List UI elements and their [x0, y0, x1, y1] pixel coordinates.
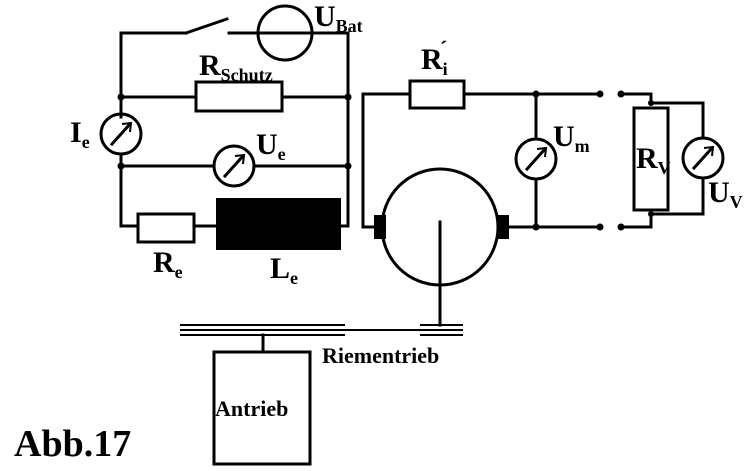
- voltmeter-u-v: [681, 136, 725, 180]
- junction-dot: [344, 162, 352, 170]
- resistor-r-schutz: [194, 80, 284, 113]
- meter-needle: [222, 153, 246, 179]
- ammeter-i-e: [99, 112, 143, 156]
- wire-uv-bottom: [649, 176, 705, 216]
- wire-uv-top: [649, 101, 705, 140]
- brush-right: [497, 215, 509, 239]
- label-r-i-prime: ´: [440, 36, 447, 61]
- resistor-r-i: [408, 79, 466, 110]
- terminal-top-left: [596, 90, 604, 98]
- label-u-m: Um: [553, 120, 590, 156]
- brush-left: [374, 215, 386, 239]
- junction-dot: [344, 93, 352, 101]
- figure-title: Abb.17: [14, 423, 131, 465]
- meter-arrowhead: [121, 121, 133, 133]
- label-riementrieb: Riementrieb: [322, 343, 439, 368]
- terminal-bottom-left: [596, 223, 604, 231]
- meter-needle: [109, 121, 133, 147]
- label-r-schutz: RSchutz: [199, 49, 273, 85]
- meter-needle: [524, 146, 548, 172]
- inductor-l-e: [216, 198, 341, 250]
- junction-dot: [117, 162, 125, 170]
- label-r-v: RV: [636, 142, 671, 178]
- battery-source-symbol: [256, 4, 314, 62]
- resistor-r-e: [136, 212, 196, 244]
- label-r-i: Ri: [421, 43, 448, 79]
- switch-lever: [184, 17, 229, 35]
- drive-motor-box: [212, 350, 312, 466]
- resistor-r-v: [632, 106, 670, 212]
- label-u-e: Ue: [256, 128, 286, 164]
- label-antrieb: Antrieb: [215, 396, 288, 421]
- meter-needle: [691, 145, 715, 171]
- label-r-e: Re: [153, 246, 183, 282]
- wire-load-bottom: [619, 212, 653, 229]
- meter-arrowhead: [703, 145, 715, 157]
- junction-dot: [117, 93, 125, 101]
- label-l-e: Le: [270, 252, 298, 288]
- meter-arrowhead: [234, 153, 246, 165]
- label-i-e: Ie: [70, 116, 90, 152]
- label-u-bat: UBat: [314, 0, 363, 36]
- wire-load-top: [619, 92, 653, 105]
- label-u-v: UV: [708, 176, 743, 212]
- meter-arrowhead: [536, 146, 548, 158]
